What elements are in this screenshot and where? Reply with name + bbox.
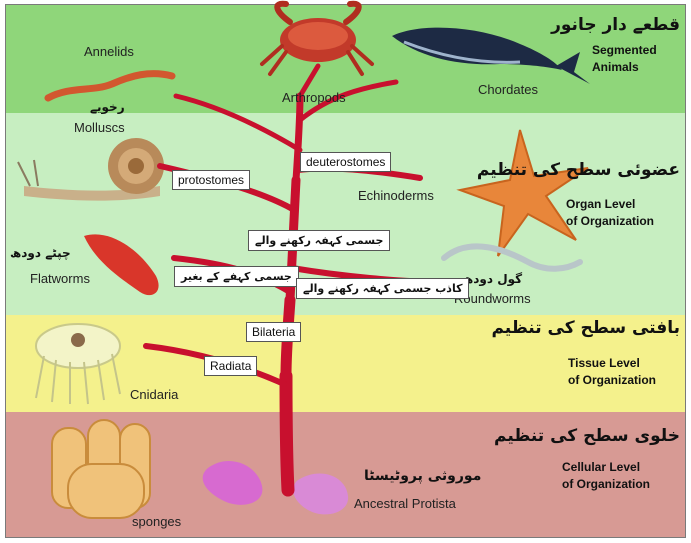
protostomes-label: protostomes (172, 170, 250, 190)
level-segmented-line2: Animals (592, 59, 657, 76)
level-segmented-urdu: قطعے دار جانور (576, 14, 680, 35)
molluscs-urdu: رخویے (90, 100, 125, 114)
flatworms-label: Flatworms (30, 271, 90, 286)
level-tissue-line2: of Organization (568, 372, 656, 389)
cnidaria-illustration (36, 324, 120, 404)
bilateria-label: Bilateria (246, 322, 301, 342)
roundworms-urdu: گول دودھ (462, 272, 522, 286)
chordates-label: Chordates (478, 82, 538, 97)
protista-urdu: موروثی پروٹیسٹا (364, 468, 481, 484)
annelids-label: Annelids (84, 44, 134, 59)
level-segmented-label: Segmented Animals (592, 42, 657, 76)
molluscs-label: Molluscs (74, 120, 125, 135)
whale-illustration (392, 28, 590, 84)
acoelomates-label: جسمی کہفے کے بغیر (174, 266, 299, 287)
pseudocoelomates-label: کاذب جسمی کہفہ رکھنے والے (296, 278, 469, 299)
level-cellular-label: Cellular Level of Organization (562, 459, 650, 493)
protista-label: Ancestral Protista (354, 496, 456, 511)
flatworm-illustration (84, 234, 159, 295)
cnidaria-label: Cnidaria (130, 387, 178, 402)
deuterostomes-label: deuterostomes (300, 152, 391, 172)
level-organ-label: Organ Level of Organization (566, 196, 654, 230)
snail-illustration (18, 138, 164, 201)
echinoderms-label: Echinoderms (358, 188, 434, 203)
level-organ-line2: of Organization (566, 213, 654, 230)
level-tissue-urdu: بافتی سطح کی تنظیم (552, 318, 680, 338)
radiata-label: Radiata (204, 356, 257, 376)
arthropods-label: Arthropods (282, 90, 346, 105)
crab-illustration (262, 4, 372, 74)
level-cellular-line1: Cellular Level (562, 459, 650, 476)
starfish-illustration (460, 130, 588, 256)
level-cellular-urdu: خلوی سطح کی تنظیم (552, 426, 680, 446)
level-tissue-label: Tissue Level of Organization (568, 355, 656, 389)
flatworms-urdu: چپٹے دودھ (10, 246, 71, 260)
protista-illustration (203, 461, 263, 505)
annelid-illustration (48, 74, 172, 98)
sponges-label: sponges (132, 514, 181, 529)
roundworm-illustration (444, 246, 580, 268)
true-coelom-label: جسمی کہفہ رکھنے والے (248, 230, 390, 251)
level-segmented-line1: Segmented (592, 42, 657, 59)
level-organ-line1: Organ Level (566, 196, 654, 213)
level-tissue-line1: Tissue Level (568, 355, 656, 372)
sponges-illustration (52, 420, 150, 518)
level-cellular-line2: of Organization (562, 476, 650, 493)
level-organ-urdu: عضوئی سطح کی تنظیم (538, 160, 680, 180)
